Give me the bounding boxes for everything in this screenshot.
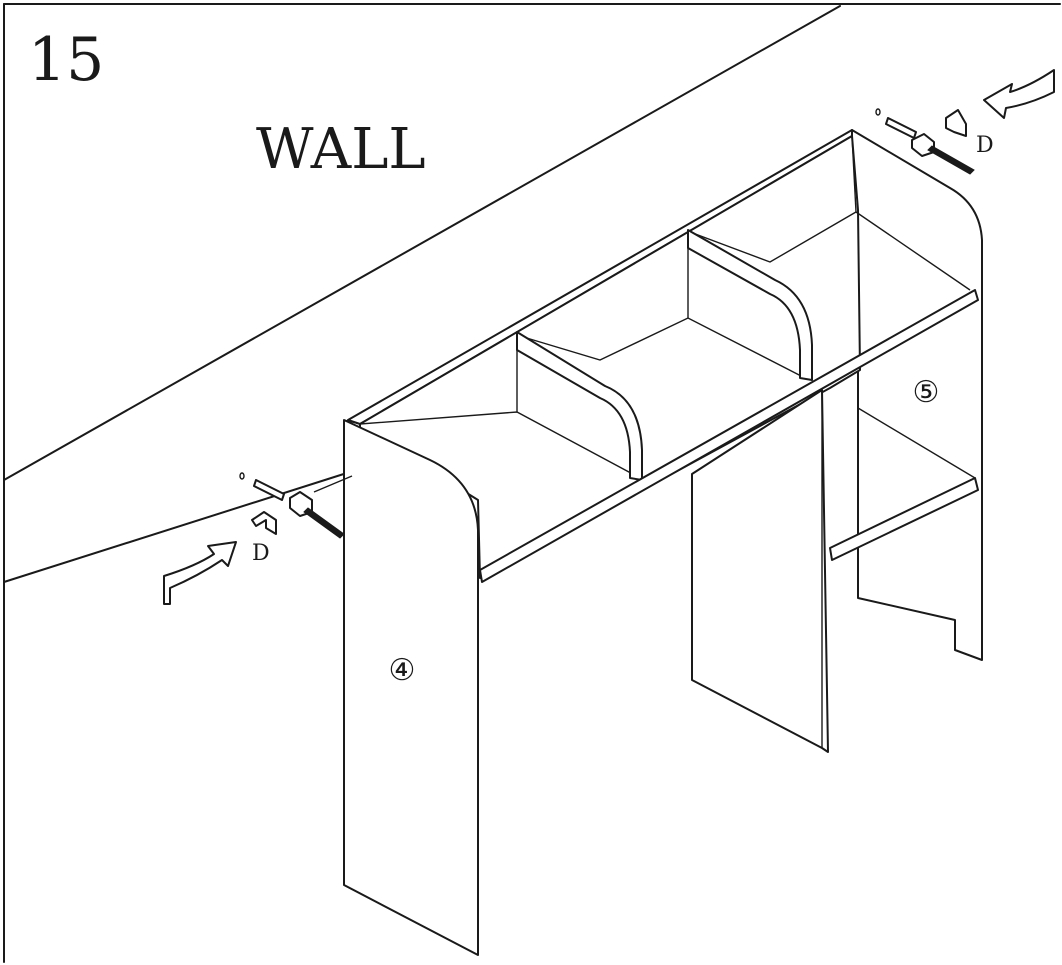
divider-left	[516, 331, 643, 481]
hardware-label-right: D	[976, 133, 994, 158]
wall-label: WALL	[256, 117, 426, 182]
lower-shelf	[829, 477, 979, 561]
part-label-right: ⑤	[913, 375, 940, 410]
part-number-left: ④	[389, 653, 416, 688]
part-number-right: ⑤	[913, 375, 940, 410]
hardware-label-left: D	[252, 541, 270, 566]
shelf-front-edge	[479, 289, 979, 583]
step-number: 15	[28, 25, 104, 95]
part-label-left: ④	[389, 653, 416, 688]
wall-plane	[3, 5, 841, 583]
left-wall-bracket-hardware: D	[239, 472, 353, 566]
divider-middle	[687, 229, 813, 381]
right-wall-bracket-hardware: D	[875, 108, 994, 175]
left-arrow-icon	[163, 541, 237, 605]
middle-vertical-panel	[691, 389, 829, 753]
right-arrow-icon	[983, 69, 1055, 119]
shelf-unit	[343, 129, 983, 956]
diagram-frame	[3, 3, 1061, 963]
